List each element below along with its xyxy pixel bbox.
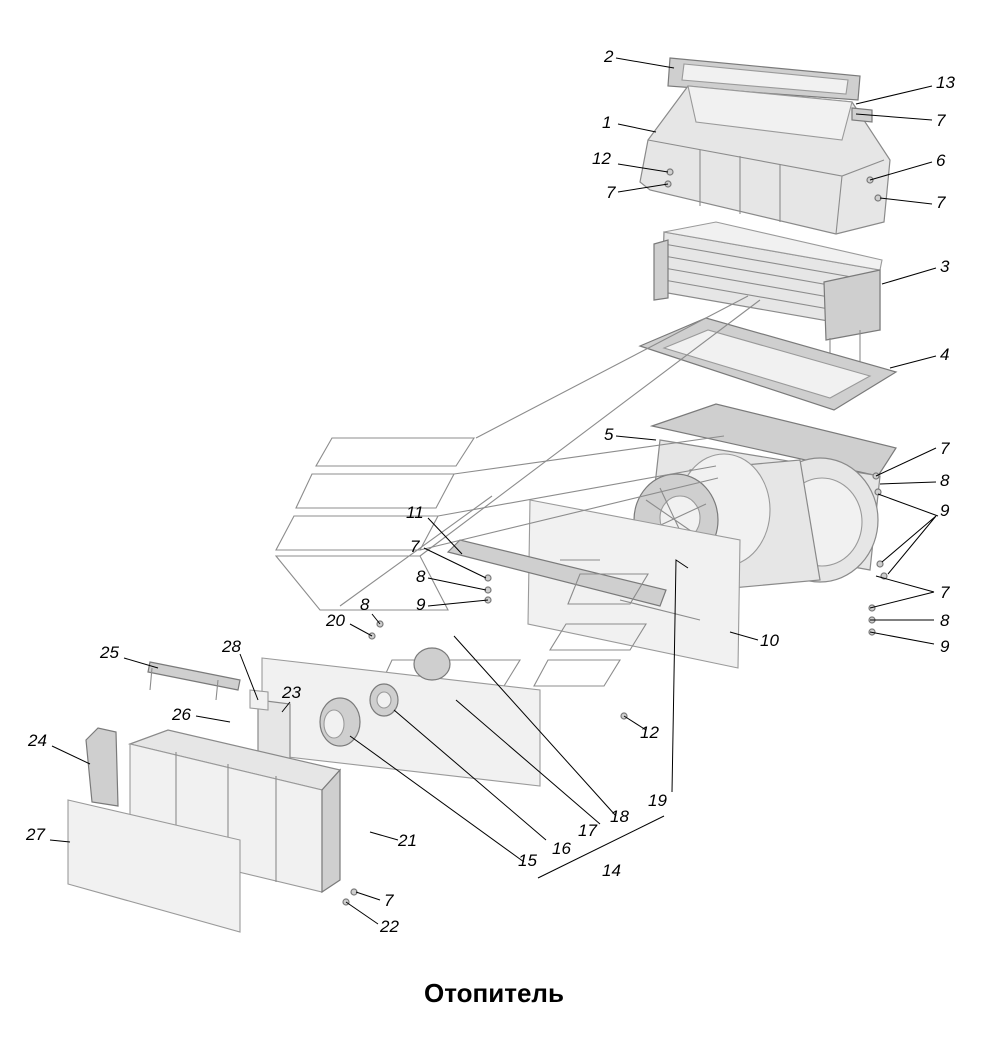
fan-housings bbox=[677, 453, 879, 591]
callout-9: 9 bbox=[940, 637, 950, 656]
part-28-plate bbox=[249, 689, 269, 711]
part-14-cover-panel bbox=[261, 647, 541, 787]
construction-lines bbox=[339, 295, 761, 607]
callout-19: 19 bbox=[648, 791, 667, 810]
leader-lines bbox=[49, 57, 939, 925]
callout-12: 12 bbox=[640, 723, 659, 742]
callout-9: 9 bbox=[940, 501, 950, 520]
callout-8: 8 bbox=[416, 567, 426, 586]
callout-25: 25 bbox=[99, 643, 119, 662]
callout-24: 24 bbox=[27, 731, 47, 750]
callout-6: 6 bbox=[936, 151, 946, 170]
callout-14: 14 bbox=[602, 861, 621, 880]
callout-7: 7 bbox=[936, 193, 946, 212]
part-1-upper-housing bbox=[639, 85, 891, 235]
callout-7: 7 bbox=[606, 183, 616, 202]
callout-13: 13 bbox=[936, 73, 955, 92]
callout-2: 2 bbox=[603, 47, 614, 66]
callout-23: 23 bbox=[281, 683, 301, 702]
callout-26: 26 bbox=[171, 705, 191, 724]
callout-1: 1 bbox=[602, 113, 611, 132]
callout-8: 8 bbox=[360, 595, 370, 614]
callout-labels: 2 13 1 7 12 6 7 7 3 4 5 7 8 9 11 7 8 9 7… bbox=[25, 47, 955, 936]
callout-9: 9 bbox=[416, 595, 426, 614]
callout-4: 4 bbox=[940, 345, 949, 364]
diagram-caption: Отопитель bbox=[424, 978, 564, 1008]
callout-16: 16 bbox=[552, 839, 571, 858]
callout-17: 17 bbox=[578, 821, 597, 840]
part-16-flange bbox=[369, 683, 399, 717]
callout-8: 8 bbox=[940, 611, 950, 630]
callout-20: 20 bbox=[325, 611, 345, 630]
callout-7: 7 bbox=[940, 583, 950, 602]
part-25-bracket bbox=[147, 661, 241, 701]
part-27-front-panel bbox=[67, 799, 241, 933]
callout-7: 7 bbox=[940, 439, 950, 458]
callout-12: 12 bbox=[592, 149, 611, 168]
callout-7: 7 bbox=[384, 891, 394, 910]
callout-22: 22 bbox=[379, 917, 399, 936]
callout-7: 7 bbox=[410, 537, 420, 556]
part-3-radiator bbox=[653, 221, 883, 372]
callout-10: 10 bbox=[760, 631, 779, 650]
part-24-clamp bbox=[85, 727, 119, 807]
callout-18: 18 bbox=[610, 807, 629, 826]
callout-21: 21 bbox=[397, 831, 417, 850]
callout-3: 3 bbox=[940, 257, 950, 276]
callout-7: 7 bbox=[936, 111, 946, 130]
callout-8: 8 bbox=[940, 471, 950, 490]
callout-15: 15 bbox=[518, 851, 537, 870]
part-11-gasket-strip bbox=[446, 539, 667, 607]
callout-11: 11 bbox=[406, 503, 424, 522]
part-15-motor bbox=[319, 697, 361, 747]
callout-27: 27 bbox=[25, 825, 45, 844]
callout-28: 28 bbox=[221, 637, 241, 656]
part-4-gasket bbox=[638, 317, 898, 411]
callout-5: 5 bbox=[604, 425, 614, 444]
